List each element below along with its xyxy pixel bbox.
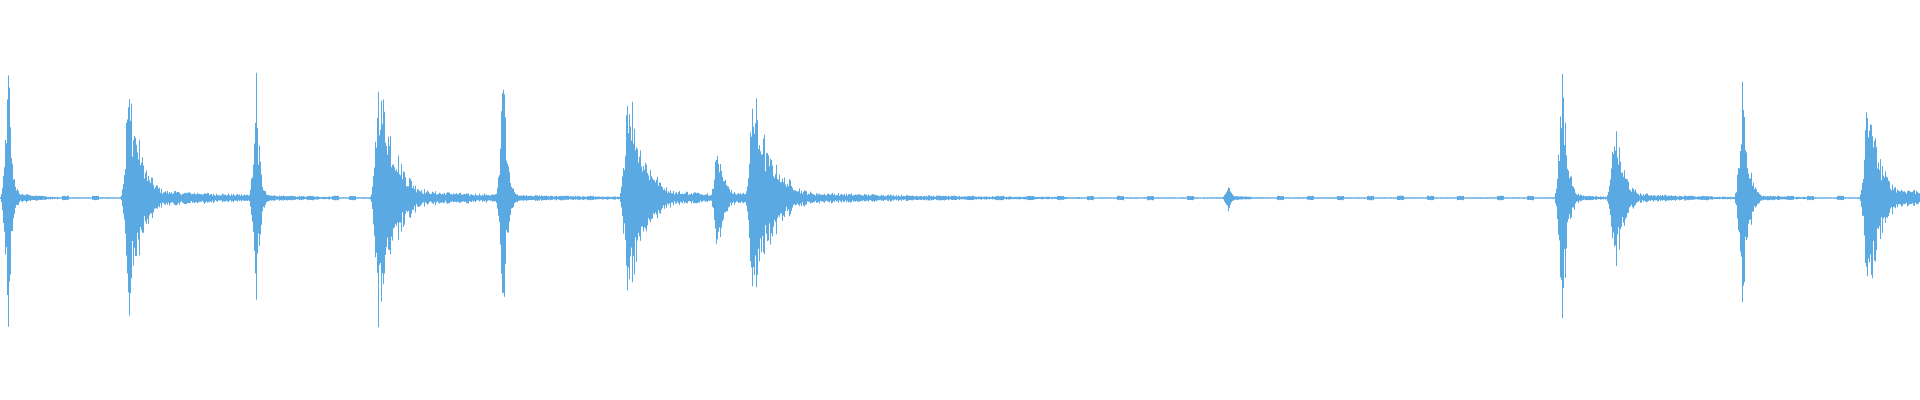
waveform-bars [0,72,1920,328]
